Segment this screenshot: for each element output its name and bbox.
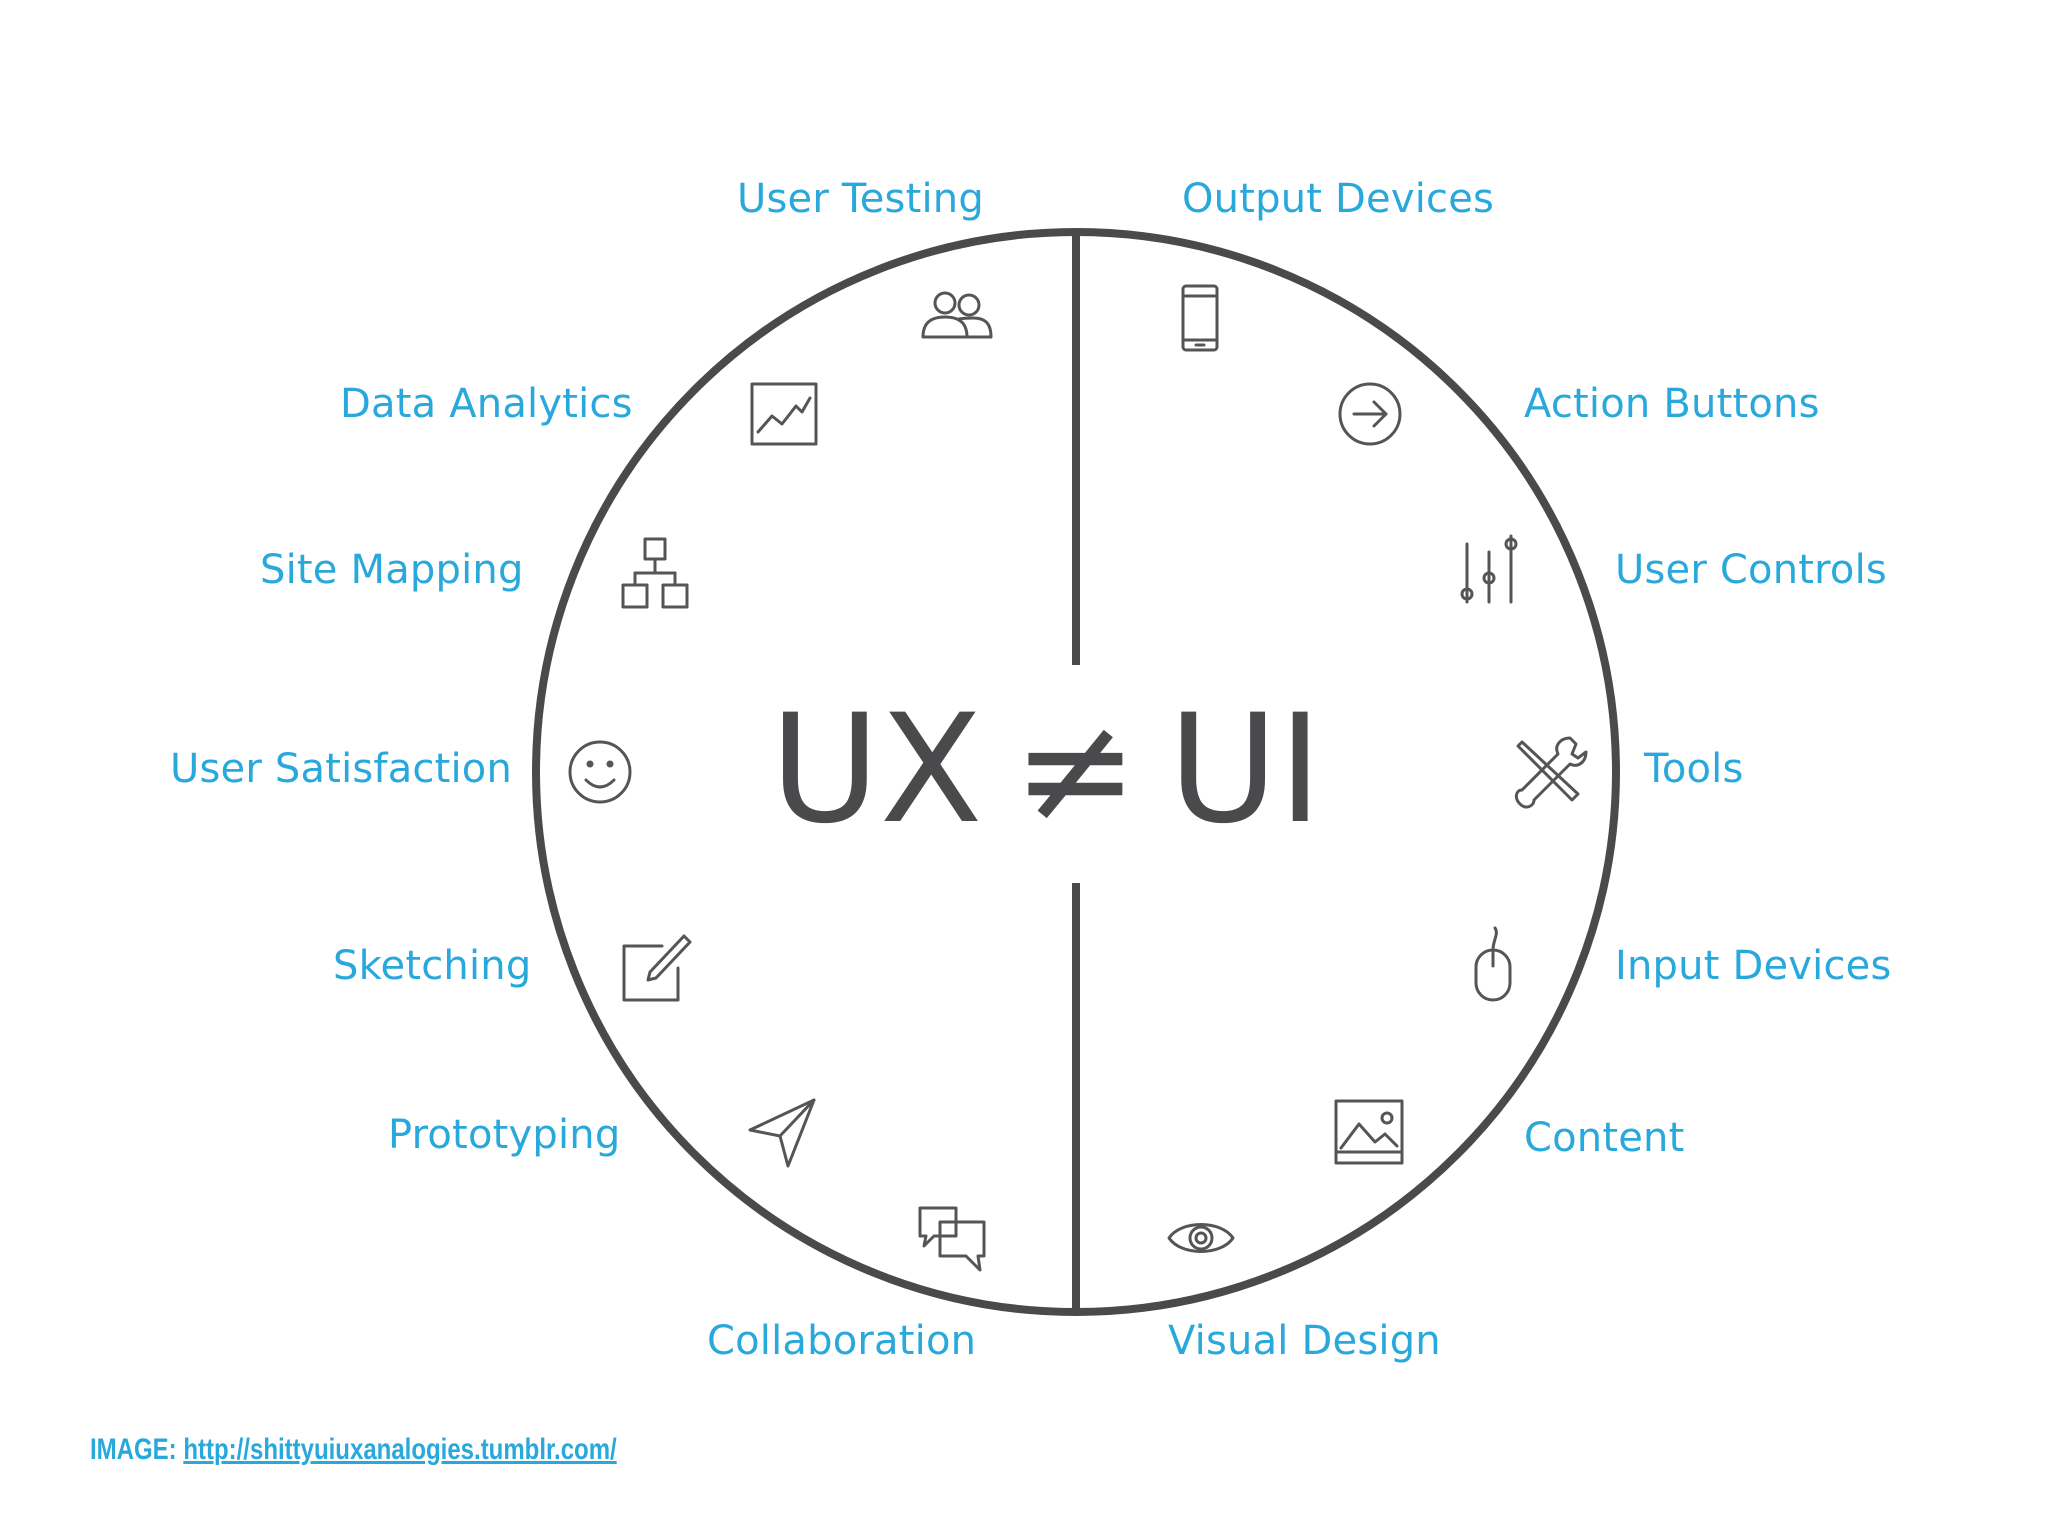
line-chart-icon — [750, 382, 818, 446]
label-data-analytics: Data Analytics — [340, 381, 633, 427]
wrench-screwdriver-icon — [1514, 736, 1588, 809]
sliders-icon — [1460, 534, 1518, 604]
label-output-devices: Output Devices — [1182, 176, 1495, 222]
paper-plane-icon — [748, 1098, 816, 1168]
label-action-buttons: Action Buttons — [1524, 381, 1820, 427]
chat-bubbles-icon — [918, 1206, 986, 1272]
label-prototyping: Prototyping — [388, 1112, 621, 1158]
users-icon — [921, 291, 993, 339]
mouse-icon — [1474, 926, 1512, 1002]
ux-title-right: UI — [1168, 683, 1323, 857]
label-user-testing: User Testing — [737, 176, 984, 222]
label-collaboration: Collaboration — [707, 1318, 977, 1364]
arrow-circle-icon — [1338, 382, 1402, 446]
eye-icon — [1167, 1223, 1235, 1253]
label-visual-design: Visual Design — [1168, 1318, 1441, 1364]
label-user-controls: User Controls — [1615, 547, 1887, 593]
smartphone-icon — [1181, 284, 1219, 352]
credit-link[interactable]: http://shittyuiuxanalogies.tumblr.com/ — [183, 1433, 617, 1466]
pencil-square-icon — [622, 934, 692, 1002]
label-content: Content — [1524, 1115, 1685, 1161]
label-user-satisfaction: User Satisfaction — [170, 746, 513, 792]
smiley-icon — [568, 740, 632, 804]
not-equal-sign: ≠ — [1012, 683, 1139, 857]
image-icon — [1334, 1099, 1404, 1165]
sitemap-icon — [621, 537, 689, 609]
label-input-devices: Input Devices — [1615, 943, 1892, 989]
ux-title-left: UX — [770, 683, 983, 857]
label-sketching: Sketching — [333, 943, 532, 989]
label-site-mapping: Site Mapping — [260, 547, 524, 593]
credit-prefix: IMAGE: — [90, 1433, 177, 1466]
image-credit: IMAGE: http://shittyuiuxanalogies.tumblr… — [90, 1432, 617, 1468]
center-title: UX≠UI — [770, 683, 1322, 857]
label-tools: Tools — [1644, 746, 1744, 792]
